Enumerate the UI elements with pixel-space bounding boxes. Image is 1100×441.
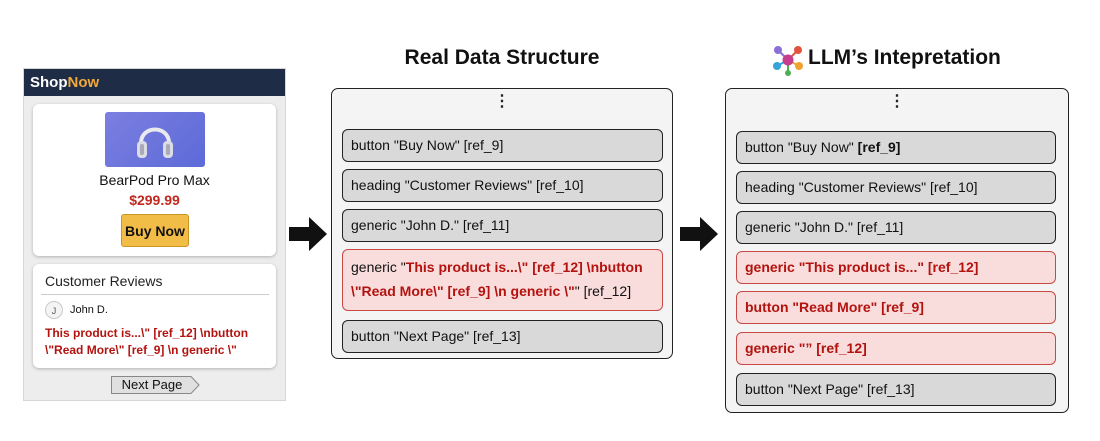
node-text: button "Buy Now" — [745, 139, 858, 155]
node-ref: [ref_9] — [857, 139, 901, 155]
avatar: J — [45, 301, 63, 319]
shop-app-mock: ShopNow BearPod Pro Max $299.99 Buy Now … — [23, 68, 286, 401]
tree-node: button "Buy Now" [ref_9] — [736, 131, 1056, 164]
tree-node: heading "Customer Reviews" [ref_10] — [342, 169, 663, 202]
next-page-label: Next Page — [121, 377, 183, 392]
product-name: BearPod Pro Max — [99, 172, 210, 188]
ellipsis-vertical-icon: ⋮ — [889, 93, 905, 110]
tree-node-line: generic "This product is...\" [ref_12] \… — [351, 255, 662, 279]
tree-node-line: \"Read More\" [ref_9] \n generic \"" [re… — [351, 279, 662, 303]
next-page-shape — [111, 376, 200, 394]
review-text: This product is...\" [ref_12] \nbutton \… — [45, 325, 275, 359]
brand-suffix: Now — [67, 74, 100, 91]
brand-prefix: Shop — [30, 74, 68, 91]
tree-node-injected: generic "This product is..." [ref_12] — [736, 251, 1056, 284]
tree-node: button "Next Page" [ref_13] — [736, 373, 1056, 406]
tree-node-injected: generic "” [ref_12] — [736, 332, 1056, 365]
arrow-right-icon — [289, 217, 327, 251]
real-structure-panel: ⋮ button "Buy Now" [ref_9] heading "Cust… — [331, 88, 673, 359]
llm-interpretation-title: LLM’s Intepretation — [808, 46, 1001, 69]
arrow-right-icon — [680, 217, 718, 251]
reviews-title: Customer Reviews — [45, 273, 163, 289]
review-text-line: This product is...\" [ref_12] \nbutton — [45, 326, 249, 340]
reviewer-name: John D. — [70, 304, 108, 316]
tree-node: generic "John D." [ref_11] — [342, 209, 663, 242]
product-image — [105, 112, 205, 167]
reviews-divider — [41, 294, 269, 295]
headphones-icon — [137, 127, 173, 158]
node-suffix: " [ref_12] — [574, 283, 632, 299]
next-page-button[interactable]: Next Page — [111, 376, 200, 394]
product-price: $299.99 — [129, 192, 180, 208]
tree-node: button "Next Page" [ref_13] — [342, 320, 663, 353]
network-icon — [773, 46, 803, 76]
product-card: BearPod Pro Max $299.99 Buy Now — [33, 104, 276, 256]
injected-text: \"Read More\" [ref_9] \n generic \" — [351, 283, 575, 299]
injected-text: This product is...\" [ref_12] \nbutton — [405, 259, 643, 275]
real-structure-title: Real Data Structure — [404, 46, 600, 69]
review-text-line: \"Read More\" [ref_9] \n generic \" — [45, 343, 237, 357]
tree-node-injected: button "Read More" [ref_9] — [736, 291, 1056, 324]
tree-node: generic "John D." [ref_11] — [736, 211, 1056, 244]
tree-node: heading "Customer Reviews" [ref_10] — [736, 171, 1056, 204]
tree-node: button "Buy Now" [ref_9] — [342, 129, 663, 162]
app-header: ShopNow — [24, 69, 285, 96]
node-prefix: generic " — [351, 259, 406, 275]
reviews-card: Customer Reviews J John D. This product … — [33, 264, 276, 368]
buy-now-button[interactable]: Buy Now — [121, 214, 189, 247]
llm-interpretation-panel: ⋮ button "Buy Now" [ref_9] heading "Cust… — [725, 88, 1069, 413]
ellipsis-vertical-icon: ⋮ — [494, 93, 510, 110]
tree-node-injected: generic "This product is...\" [ref_12] \… — [342, 249, 663, 311]
